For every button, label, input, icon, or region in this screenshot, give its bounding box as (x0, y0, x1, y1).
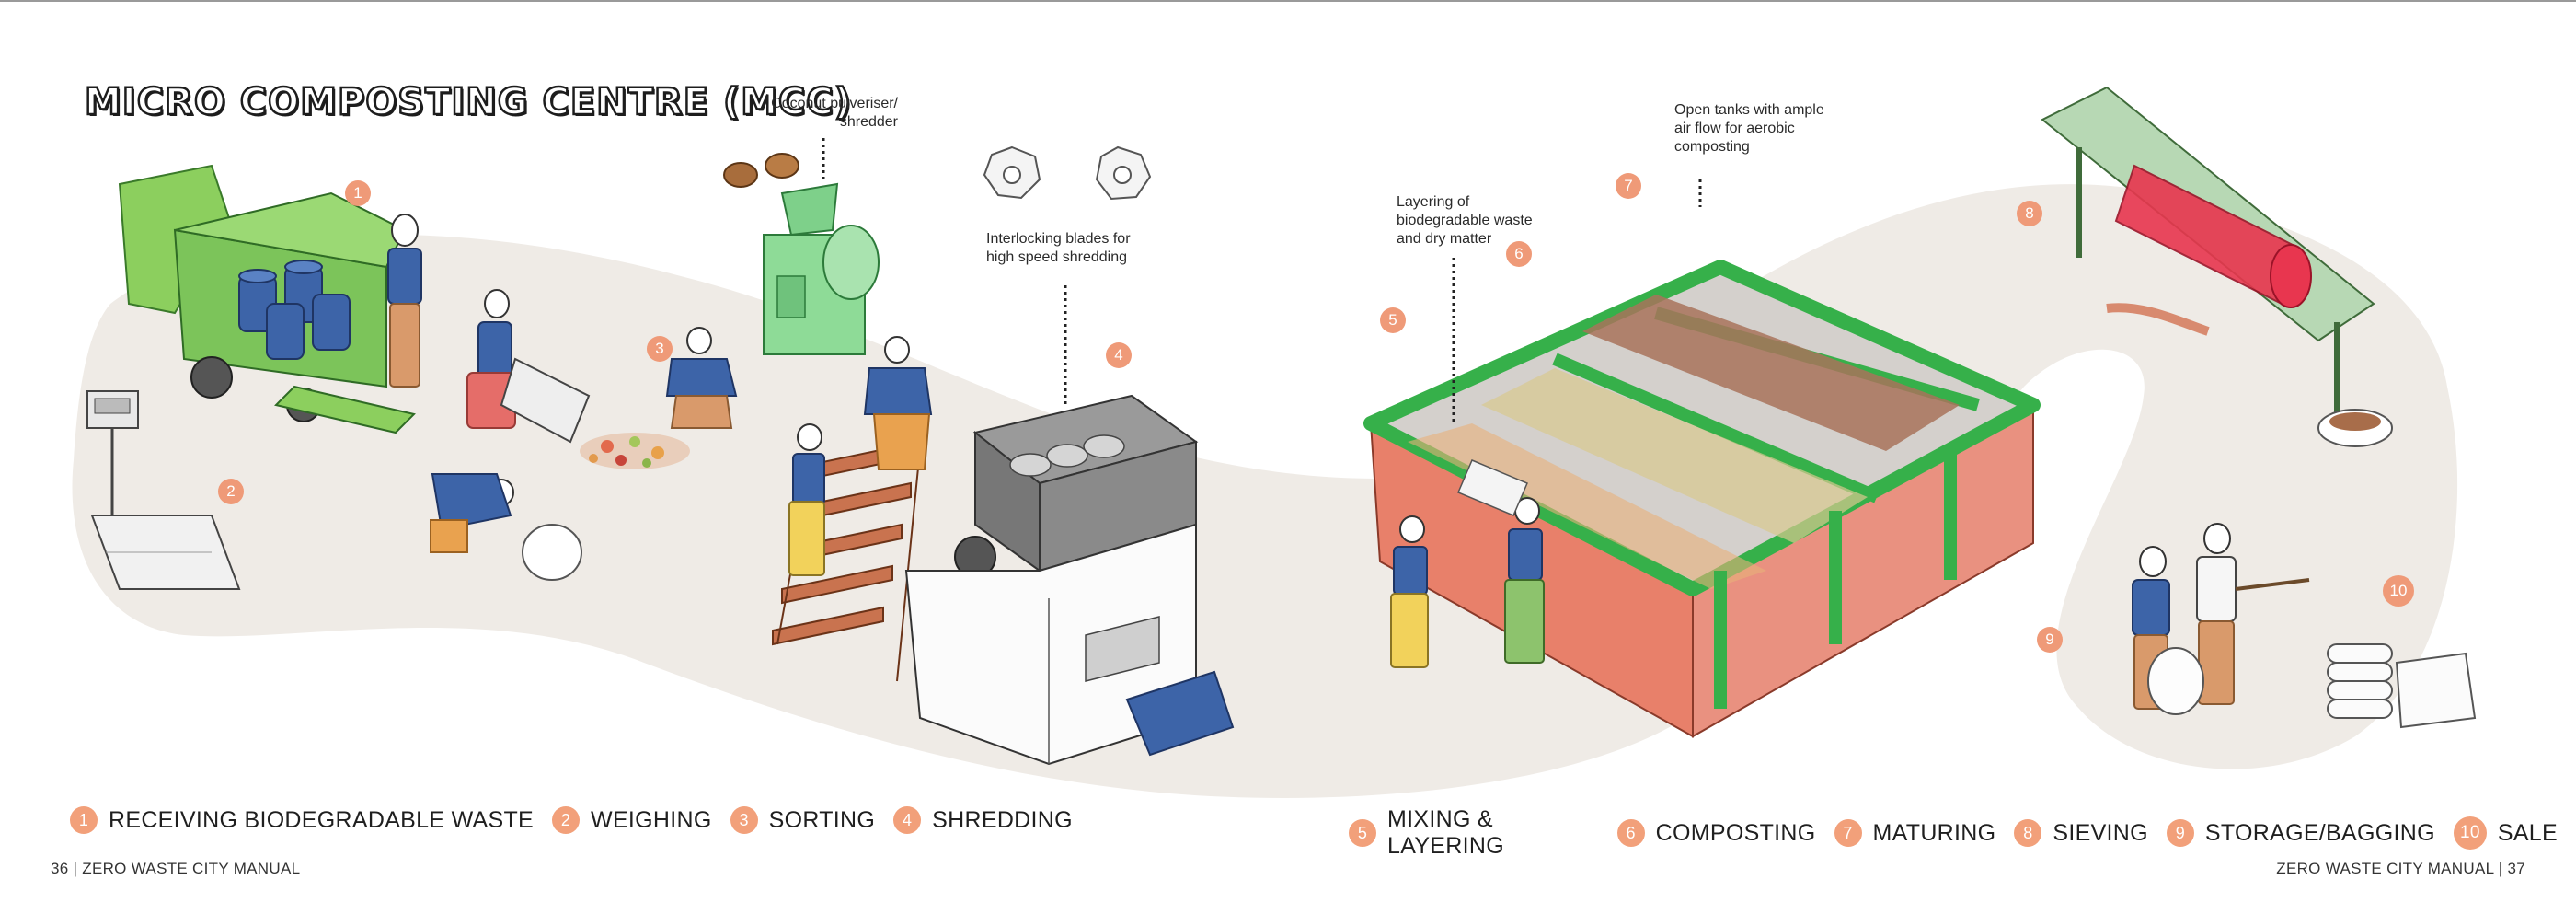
worker-figure-1 (387, 214, 422, 388)
legend-item-receiving: 1 RECEIVING BIODEGRADABLE WASTE (70, 806, 534, 834)
step-marker-4: 4 (1106, 342, 1132, 368)
worker-figure-7 (1390, 515, 1429, 668)
legend-label: SORTING (768, 806, 876, 833)
annotation-line: Open tanks with ample (1674, 102, 1824, 118)
worker-figure-6 (788, 423, 825, 576)
legend-label: SALE (2497, 819, 2558, 846)
weighing-scale-illustration (86, 390, 241, 590)
legend-label: WEIGHING (591, 806, 712, 833)
legend-right: 5 MIXING & LAYERING 6 COMPOSTING 7 MATUR… (1349, 806, 2576, 860)
tanks-annotation: Open tanks with ample air flow for aerob… (1674, 101, 1824, 156)
legend-item-mixing: 5 MIXING & LAYERING (1349, 806, 1599, 860)
annotation-line: high speed shredding (986, 249, 1128, 265)
legend-label: RECEIVING BIODEGRADABLE WASTE (109, 806, 535, 833)
step-marker-8: 8 (2017, 201, 2042, 226)
legend-item-composting: 6 COMPOSTING (1616, 819, 1816, 847)
annotation-line: shredder (839, 114, 898, 130)
legend-item-sieving: 8 SIEVING (2014, 819, 2148, 847)
legend-number: 4 (893, 806, 922, 834)
shredder-machine (904, 394, 1235, 766)
annotation-line: air flow for aerobic (1674, 121, 1795, 136)
legend-number: 2 (552, 806, 581, 834)
legend-label: COMPOSTING (1655, 819, 1816, 846)
sale-bags (2327, 643, 2477, 729)
legend-number: 3 (730, 806, 758, 834)
truck-illustration (118, 164, 416, 434)
step-marker-6: 6 (1506, 241, 1532, 267)
legend-item-shredding: 4 SHREDDING (893, 806, 1073, 834)
footer-right: ZERO WASTE CITY MANUAL | 37 (2276, 860, 2525, 877)
legend-item-weighing: 2 WEIGHING (552, 806, 712, 834)
legend-left: 1 RECEIVING BIODEGRADABLE WASTE 2 WEIGHI… (70, 806, 1091, 834)
worker-figure-5 (863, 336, 933, 470)
pulveriser-annotation: Coconut pulveriser/ shredder (760, 95, 898, 132)
blades-illustration (983, 145, 1152, 201)
annotation-line: biodegradable waste (1397, 213, 1533, 228)
annotation-line: Layering of (1397, 194, 1470, 210)
worker-figure-4 (665, 327, 738, 429)
annotation-line: Coconut pulveriser/ (771, 96, 898, 111)
worker-figure-3 (430, 473, 582, 581)
blades-annotation: Interlocking blades for high speed shred… (986, 230, 1131, 267)
legend-item-maturing: 7 MATURING (1834, 819, 1996, 847)
annotation-line: composting (1674, 139, 1750, 155)
compost-sack (2147, 647, 2204, 715)
annotation-line: and dry matter (1397, 231, 1492, 247)
legend-label: SIEVING (2053, 819, 2148, 846)
legend-label: STORAGE/BAGGING (2204, 819, 2435, 846)
annotation-line: Interlocking blades for (986, 231, 1131, 247)
legend-number: 9 (2166, 819, 2194, 847)
legend-label: SHREDDING (932, 806, 1073, 833)
legend-number: 10 (2453, 816, 2487, 850)
legend-label: MIXING & LAYERING (1387, 806, 1504, 859)
legend-item-storage: 9 STORAGE/BAGGING (2166, 819, 2435, 847)
legend-number: 5 (1349, 819, 1376, 847)
step-marker-3: 3 (647, 336, 673, 362)
sieving-drum (2041, 86, 2393, 447)
step-marker-9: 9 (2037, 627, 2063, 653)
step-marker-2: 2 (218, 479, 244, 504)
top-rule (0, 0, 2576, 2)
legend-number: 8 (2014, 819, 2042, 847)
step-marker-5: 5 (1380, 307, 1406, 333)
legend-item-sale: 10 SALE (2453, 816, 2558, 850)
waste-pile (580, 433, 690, 469)
legend-number: 6 (1616, 819, 1645, 847)
pulveriser-illustration (723, 138, 880, 355)
legend-number: 1 (70, 806, 98, 834)
page-title: MICRO COMPOSTING CENTRE (MCC) (84, 80, 853, 125)
footer-left: 36 | ZERO WASTE CITY MANUAL (51, 860, 301, 877)
step-marker-10: 10 (2383, 575, 2414, 607)
layering-annotation: Layering of biodegradable waste and dry … (1397, 193, 1533, 249)
step-marker-7: 7 (1616, 173, 1641, 199)
worker-figure-10 (2196, 523, 2310, 705)
worker-figure-8 (1457, 459, 1545, 664)
legend-number: 7 (1834, 819, 1862, 847)
legend-item-sorting: 3 SORTING (730, 806, 876, 834)
process-path (72, 184, 2458, 798)
legend-label: MATURING (1872, 819, 1996, 846)
step-marker-1: 1 (345, 180, 371, 206)
worker-figure-2 (466, 289, 591, 444)
